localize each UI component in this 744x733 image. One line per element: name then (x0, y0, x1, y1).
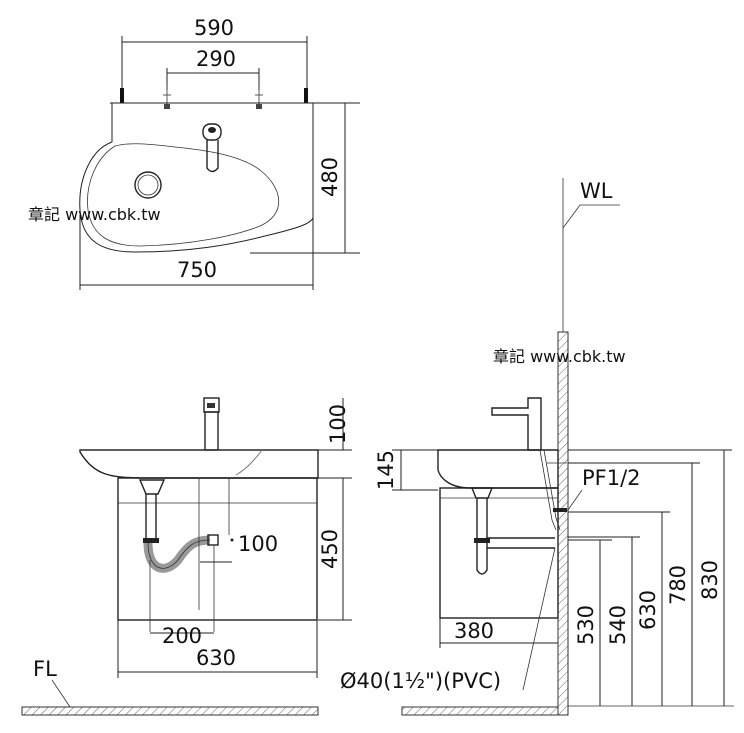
basin-outline-top (79, 103, 314, 253)
supply-label: PF1/2 (582, 466, 641, 490)
dim-100-drain-label: 100 (238, 532, 278, 556)
dim-780: 780 (568, 462, 700, 706)
drain-inner-icon (137, 174, 159, 196)
basin-bowl-top (87, 143, 280, 247)
cabinet-side (439, 487, 559, 619)
front-view: 100 200 630 100 450 (21, 397, 352, 716)
dim-145: 145 (374, 449, 438, 491)
dim-200: 200 (150, 624, 214, 648)
dim-750-label: 750 (177, 258, 217, 282)
drain-side (470, 487, 555, 575)
faucet-front-icon (203, 397, 220, 451)
dim-450-label: 450 (318, 529, 342, 569)
floor-side (401, 706, 559, 716)
watermark-top: 章記 www.cbk.tw (28, 205, 161, 224)
dim-830: 830 (568, 449, 732, 706)
drain-label: Ø40(1½")(PVC) (340, 669, 501, 693)
dim-450: 450 (318, 477, 352, 621)
dim-750: 750 (79, 215, 314, 290)
side-view: WL 章記 www.cbk.tw (340, 178, 734, 716)
dim-780-label: 780 (666, 565, 690, 605)
floor-front: FL (21, 657, 319, 716)
dim-830-label: 830 (698, 560, 722, 600)
basin-side (437, 449, 559, 489)
dim-540: 540 (568, 536, 640, 706)
drain-label-group: Ø40(1½")(PVC) (340, 547, 556, 693)
dim-290: 290 (166, 47, 260, 90)
dim-100-drain: 100 (200, 532, 278, 563)
dim-530: 530 (568, 539, 612, 706)
dim-630: 630 (117, 620, 318, 678)
dim-630-side: 630 (568, 511, 670, 706)
basin-front (79, 449, 319, 479)
dim-100-tap-label: 100 (326, 404, 350, 444)
dim-590: 590 (121, 16, 308, 92)
floor-label: FL (33, 657, 57, 681)
dim-145-label: 145 (374, 450, 398, 490)
dim-380-label: 380 (454, 619, 494, 643)
faucet-side-icon (491, 397, 542, 451)
top-view: 590 290 (28, 16, 360, 290)
dim-200-label: 200 (162, 624, 202, 648)
dim-590-label: 590 (194, 16, 234, 40)
valve-left-icon (163, 84, 171, 109)
dim-530-label: 530 (574, 605, 598, 645)
watermark-side: 章記 www.cbk.tw (493, 347, 626, 366)
supply-hose-side (539, 449, 567, 531)
wall-mount-right (304, 88, 308, 103)
dim-380: 380 (439, 618, 558, 648)
wall-mount-left (120, 88, 124, 103)
wall-side (557, 331, 569, 716)
dim-630-side-label: 630 (636, 590, 660, 630)
valve-right-icon (255, 84, 263, 109)
faucet-top-icon (202, 123, 222, 173)
drain-trap-front (138, 478, 230, 632)
dim-630-label: 630 (196, 646, 236, 670)
drain-icon (134, 171, 162, 199)
wall-label: WL (580, 179, 613, 203)
dim-540-label: 540 (606, 605, 630, 645)
dim-100-tap: 100 (318, 398, 352, 451)
cabinet-front (117, 477, 318, 621)
dim-480: 480 (250, 102, 360, 254)
dim-290-label: 290 (196, 47, 236, 71)
dim-480-label: 480 (318, 157, 342, 197)
